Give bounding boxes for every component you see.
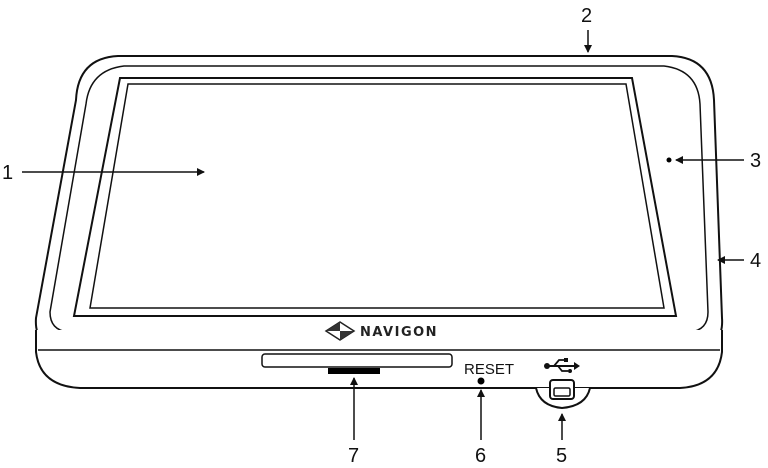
callout-label-7: 7 [348,445,359,467]
led-indicator [666,157,672,163]
callout-label-1: 1 [2,162,13,184]
screen-display [89,83,665,309]
card-slot [261,353,453,368]
navigon-logo-icon [324,321,356,341]
reset-hole [477,377,485,385]
callout-label-3: 3 [750,150,761,172]
callout-label-6: 6 [475,445,486,467]
callout-label-4: 4 [750,250,761,272]
card-slot-tab [328,368,380,374]
usb-port [549,379,575,400]
usb-icon [544,358,580,373]
brand-label: NAVIGON [360,325,438,340]
reset-label: RESET [464,361,514,378]
callout-label-2: 2 [581,5,592,27]
callout-label-5: 5 [556,445,567,467]
